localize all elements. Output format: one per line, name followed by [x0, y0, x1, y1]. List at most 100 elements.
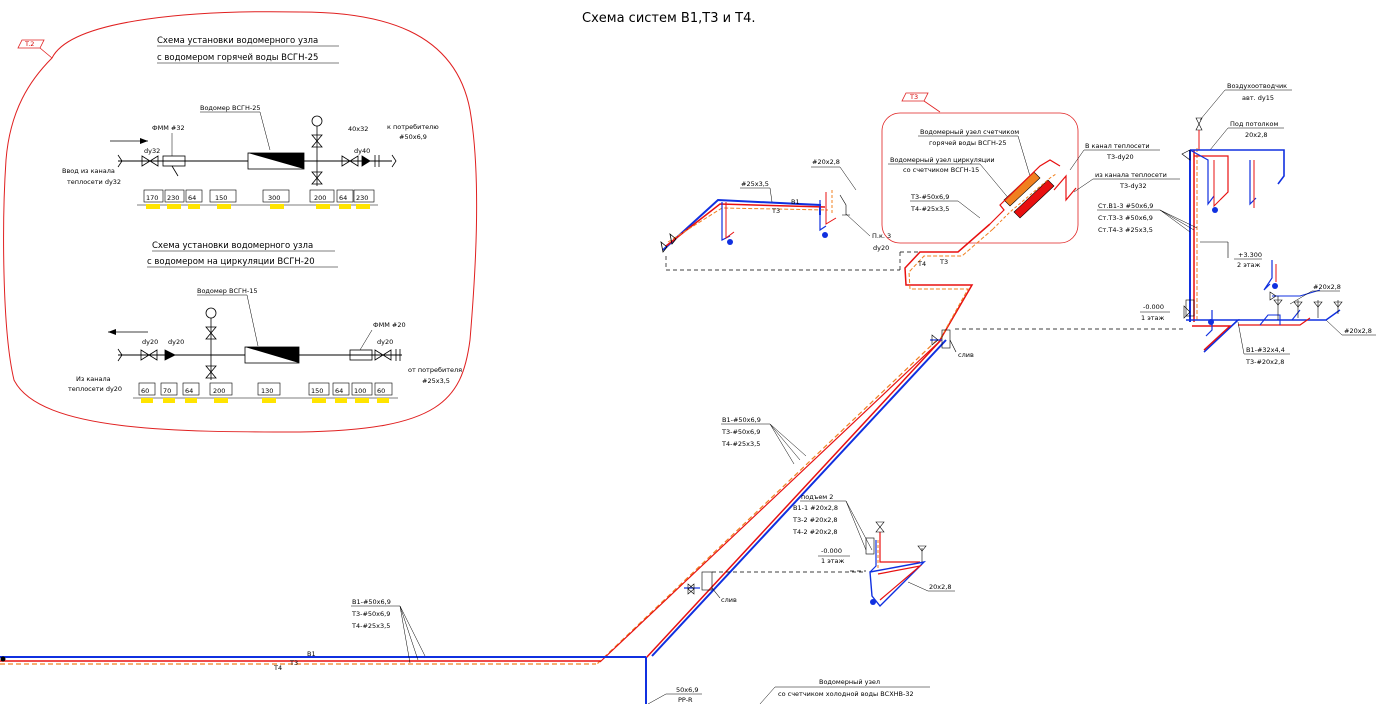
detail2-dim: 60 — [374, 382, 393, 403]
detail1-size-label: 40x32 — [348, 125, 368, 133]
detail1-dim-value: 64 — [339, 194, 347, 202]
bottom-t4-pipe-label: Т4 — [273, 664, 282, 672]
detail2-title-line1: Схема установки водомерного узла — [152, 241, 313, 251]
detail2-inlet-label-2: теплосети dy20 — [68, 385, 122, 393]
pk3-label-line2: dy20 — [873, 244, 889, 252]
diagram-title: Схема систем В1,Т3 и Т4. — [582, 11, 756, 26]
upper-drain-label: слив — [958, 351, 974, 359]
detail2-dim: 70 — [160, 382, 178, 403]
level-plus-label: +3.300 — [1238, 251, 1262, 259]
mid-t4-label: Т4-#25x3,5 — [910, 205, 949, 213]
left-pipe-size-label: #25x3,5 — [741, 180, 769, 188]
detail2-title-line2: с водомером на циркуляции ВСГН-20 — [147, 257, 315, 267]
detail2-dim-value: 150 — [311, 387, 323, 395]
detail1-dim: 64 — [185, 189, 203, 209]
node-circ-label-1: Водомерный узел циркуляции — [890, 156, 995, 164]
detail2-valve2-label: dy20 — [377, 338, 393, 346]
detail1-dim: 170 — [143, 189, 164, 209]
detail1-dim: 230 — [353, 189, 375, 209]
detail2-dim-value: 60 — [141, 387, 149, 395]
bottom-t3-pipe-label: Т3 — [289, 659, 298, 667]
bottom-t3-label: Т3-#50x6,9 — [351, 610, 390, 618]
ceiling-label-1: Под потолком — [1230, 120, 1278, 128]
diag-b1-label: В1-#50x6,9 — [722, 416, 761, 424]
right-size-label-b: #20x2,8 — [1344, 327, 1372, 335]
detail1-dim: 150 — [209, 189, 237, 209]
detail1-dims: 170 230 64 150 300 200 64 230 — [143, 189, 375, 209]
detail2-dim-value: 130 — [261, 387, 273, 395]
detail2-gauge-icon — [205, 307, 217, 380]
left-riser-endpoint-icon — [822, 232, 828, 238]
detail2-dim: 200 — [209, 382, 233, 403]
from-channel-label-1: из канала теплосети — [1095, 171, 1167, 179]
detail2-valve-label-a: dy20 — [142, 338, 158, 346]
detail2-dim-value: 64 — [185, 387, 193, 395]
diag-t4-label: Т4-#25x3,5 — [721, 440, 760, 448]
detail1-dim-value: 200 — [314, 194, 326, 202]
rise2-b1-label: В1-1 #20x2,8 — [793, 504, 838, 512]
riser-label-2: Ст.Т3-3 #50x6,9 — [1098, 214, 1153, 222]
ceiling-label-2: 20x2,8 — [1245, 131, 1267, 139]
detail1-title-line2: с водомером горячей воды ВСГН-25 — [157, 53, 318, 63]
floor-2-label: 2 этаж — [1237, 261, 1261, 269]
detail2-dim-value: 64 — [335, 387, 343, 395]
ceiling-endpoint-icon — [1212, 207, 1218, 213]
detail2-valve-icon — [140, 349, 176, 361]
detail2-outlet-label-1: от потребителя — [408, 366, 462, 374]
detail2-right-valves-icon — [374, 349, 401, 361]
rise2-t4-label: Т4-2 #20x2,8 — [792, 528, 838, 536]
bottom-t4-label: Т4-#25x3,5 — [351, 622, 390, 630]
detail1-valve-label: dy32 — [144, 147, 160, 155]
air-vent-label-1: Воздухоотводчик — [1227, 82, 1287, 90]
floor-1-label: 1 этаж — [1141, 314, 1165, 322]
bottom-b1-pipe-label: В1 — [307, 650, 316, 658]
detail1-inlet-label-1: Ввод из канала — [62, 167, 115, 175]
rise2-floor-label: 1 этаж — [821, 557, 845, 565]
detail1-dim: 200 — [309, 189, 335, 209]
detail2-valve-label-b: dy20 — [168, 338, 184, 346]
detail1-outlet-label-2: #50x6,9 — [399, 133, 427, 141]
to-channel-label-2: Т3-dy20 — [1106, 153, 1134, 161]
rise2-title: подъем 2 — [801, 493, 833, 501]
detail2-meter-label: Водомер ВСГН-15 — [197, 287, 257, 295]
right-bottom-label-2: Т3-#20x2,8 — [1245, 358, 1284, 366]
detail2-filter-icon — [349, 329, 373, 361]
detail2-dim: 100 — [351, 382, 373, 403]
detail2-dim: 64 — [182, 382, 200, 403]
pipe-t3-label: Т3 — [939, 258, 948, 266]
detail2-outlet-label-2: #25x3,5 — [422, 377, 450, 385]
cold-node-label-2: со счетчиком холодной воды ВСХНВ-32 — [778, 690, 914, 698]
node-hot-label-2: горячей воды ВСГН-25 — [929, 139, 1007, 147]
detail1-title-line1: Схема установки водомерного узла — [157, 36, 318, 46]
detail1-outlet-label-1: к потребителю — [387, 123, 439, 131]
node-hot-label-1: Водомерный узел счетчиком — [920, 128, 1019, 136]
detail1-right-valves-icon — [341, 155, 380, 167]
detail2-dim-value: 100 — [354, 387, 366, 395]
detail2-dims: 60 70 64 200 130 150 64 100 60 — [138, 382, 393, 403]
bottom-b1-label: В1-#50x6,9 — [352, 598, 391, 606]
rise2-size-label: 20x2,8 — [929, 583, 951, 591]
pipe-t4-label: Т4 — [917, 260, 926, 268]
diag-t3-label: Т3-#50x6,9 — [721, 428, 760, 436]
floor1-endpoint-icon — [1208, 319, 1214, 325]
detail1-inlet-label-2: теплосети dy32 — [67, 178, 121, 186]
node-circ-label-2: со счетчиком ВСГН-15 — [903, 166, 979, 174]
level-zero-label: -0.000 — [1143, 303, 1164, 311]
lower-drain-node: слив — [684, 571, 864, 604]
pk3-label-line1: П.к. 3 — [872, 232, 891, 240]
detail1-dim-value: 64 — [188, 194, 196, 202]
pp-size-label: 50x6,9 — [676, 686, 698, 694]
rise2-endpoint-icon — [870, 599, 876, 605]
detail1-valve2-label: dy40 — [354, 147, 370, 155]
tag-t2: T.2 — [17, 39, 53, 59]
detail1-dim-value: 170 — [146, 194, 158, 202]
detail1-dim: 230 — [164, 189, 185, 209]
upper-drain-node: слив — [930, 329, 974, 359]
detail1-filter-label: ФММ #32 — [152, 124, 185, 132]
detail1-dim-value: 300 — [268, 194, 280, 202]
rise2-level-label: -0.000 — [821, 547, 842, 555]
circ-meter-icon — [1013, 179, 1055, 219]
detail1-meter-icon — [247, 152, 305, 170]
left-branch-endpoint-icon — [727, 239, 733, 245]
from-channel-label-2: Т3-dy32 — [1119, 182, 1147, 190]
